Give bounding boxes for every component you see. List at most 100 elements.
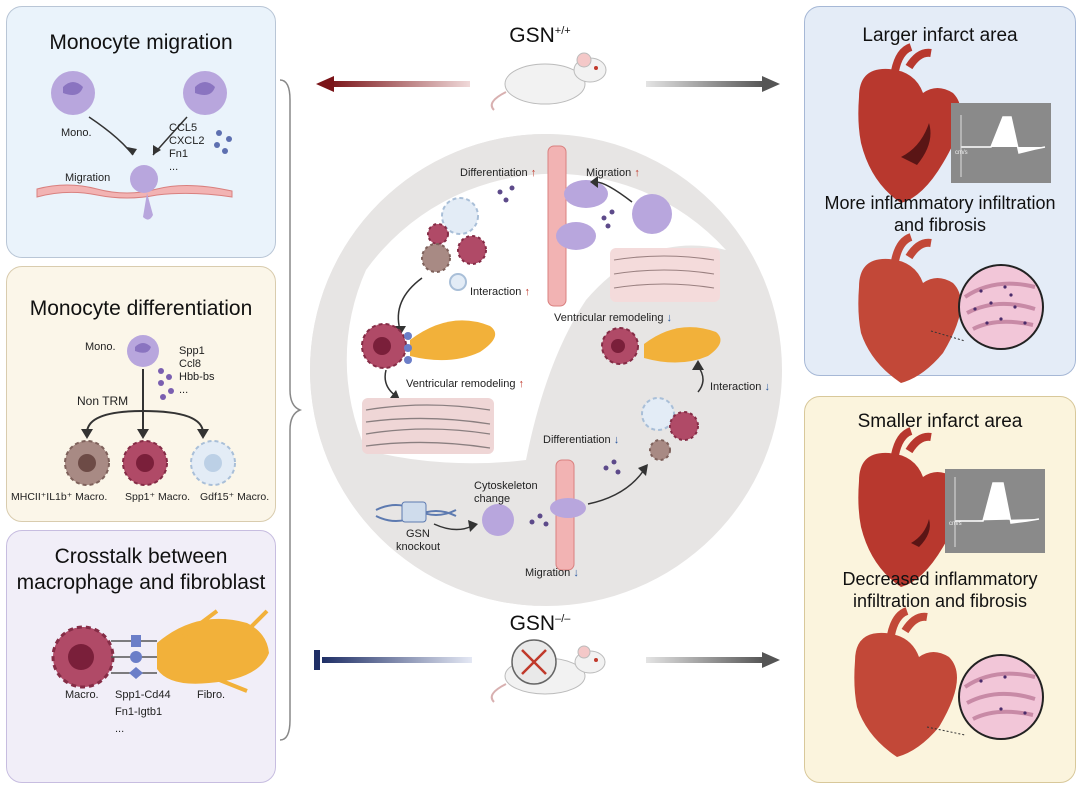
- top-interaction-text: Interaction: [470, 286, 522, 298]
- bottom-remodeling-label: Ventricular remodeling ↓: [554, 312, 672, 324]
- monocyte-migration-title: Monocyte migration: [49, 31, 233, 54]
- more-inflammation-line1: More inflammatory infiltration: [824, 193, 1056, 213]
- chemokine-dots: [214, 130, 232, 154]
- histology-circle-top: [958, 264, 1044, 350]
- monocyte-cell: [127, 335, 159, 367]
- monocyte-migration-panel: Monocyte migration Mono. CCL5 CXCL2: [6, 6, 276, 258]
- echo-unit-bottom: cm/s: [949, 521, 962, 527]
- histology-circle-bottom: [958, 654, 1044, 740]
- macro-label-mhcii: MHCII⁺IL1b⁺ Macro.: [11, 491, 108, 503]
- bottom-migration-label: Migration ↓: [525, 567, 579, 579]
- differentiation-factor-4: ...: [179, 384, 189, 396]
- ko-right-arrow: [646, 657, 764, 663]
- echo-chart-bottom: [945, 469, 1045, 553]
- top-interaction-label: Interaction ↑: [470, 286, 530, 298]
- down-arrow-1: ↓: [666, 312, 673, 324]
- more-inflammation-line2: and fibrosis: [893, 215, 987, 235]
- differentiation-illustration: [64, 335, 236, 486]
- up-arrow-2: ↑: [634, 167, 640, 179]
- secreted-factor-dots: [158, 368, 174, 400]
- crosstalk-title-line1: Crosstalk between: [54, 545, 228, 568]
- migrating-monocytes-bottom: [482, 498, 586, 536]
- bottom-migration-text: Migration: [525, 567, 571, 579]
- mhcii-macrophage: [64, 440, 110, 486]
- gsn-ko-base: GSN: [509, 612, 556, 635]
- wt-right-arrow: [646, 81, 764, 87]
- heart-icon-top-2: [858, 233, 961, 383]
- differentiation-factor-3: Hbb-bs: [179, 371, 215, 383]
- ko-left-arrow: [322, 657, 472, 663]
- gsn-wt-sup: +/+: [554, 25, 571, 37]
- wt-left-arrow: [330, 81, 470, 87]
- monocyte-cell-right: [183, 71, 227, 115]
- gdf15-macrophage: [190, 440, 236, 486]
- crosstalk-illustration: [51, 609, 269, 693]
- smaller-infarct-title: Smaller infarct area: [857, 411, 1023, 432]
- crosstalk-panel: Crosstalk between macrophage and fibrobl…: [6, 530, 276, 783]
- wild-type-mouse: [490, 52, 607, 111]
- right-bottom-panel: Smaller infarct area cm/s Decreased infl…: [804, 396, 1076, 783]
- crosstalk-pair-1: Spp1-Cd44: [115, 689, 171, 701]
- knockout-mouse: [490, 639, 606, 703]
- monocyte-differentiation-panel: Monocyte differentiation: [6, 266, 276, 522]
- differentiation-factor-1: Spp1: [179, 345, 205, 357]
- decreased-inflammation-line1: Decreased inflammatory: [842, 569, 1038, 589]
- bottom-interaction-label: Interaction ↓: [710, 381, 770, 393]
- migrating-monocyte: [130, 165, 158, 220]
- migration-illustration: [36, 71, 233, 220]
- migration-factor-3: Fn1: [169, 148, 188, 160]
- heart-icon-bottom-1: [858, 427, 961, 587]
- migration-factor-2: CXCL2: [169, 135, 205, 147]
- cytoskeleton-label-2: change: [474, 493, 511, 505]
- fibrotic-tissue-top: [362, 398, 494, 454]
- gsn-ko-sup: –/–: [555, 613, 571, 625]
- macro-fibro-interaction-top: [361, 320, 496, 369]
- crosstalk-pair-2: Fn1-Igtb1: [115, 706, 163, 718]
- macro-label-spp1: Spp1⁺ Macro.: [125, 491, 191, 503]
- right-top-panel: Larger infarct area cm/s More infl: [804, 6, 1076, 383]
- bottom-differentiation-label: Differentiation ↓: [543, 434, 619, 446]
- monocyte-cell-left: [51, 71, 95, 115]
- top-arrows-and-mouse: [316, 52, 780, 111]
- bottom-differentiation-text: Differentiation: [543, 434, 611, 446]
- gsn-knockout-label-1: GSN: [406, 528, 430, 540]
- fibroblast-cell: [157, 609, 269, 693]
- top-migration-text: Migration: [586, 167, 632, 179]
- larger-infarct-title: Larger infarct area: [862, 25, 1018, 46]
- bottom-remodeling-text: Ventricular remodeling: [554, 312, 664, 324]
- right-bottom-illustration: [854, 427, 1045, 757]
- right-top-illustration: [858, 43, 1051, 383]
- gsn-wt-base: GSN: [509, 24, 555, 47]
- migration-mono-label: Mono.: [61, 127, 92, 139]
- migrating-monocytes-top: [556, 180, 672, 250]
- heart-icon-top-1: [858, 43, 961, 203]
- down-arrow-4: ↓: [573, 567, 579, 579]
- monocyte-differentiation-title: Monocyte differentiation: [29, 297, 253, 320]
- chemokine-dots-top: [497, 185, 615, 229]
- macro-fibro-interaction-bottom: [601, 327, 721, 365]
- macrophages-top: [421, 197, 487, 291]
- up-arrow-3: ↑: [524, 286, 530, 298]
- macro-label-gdf15: Gdf15⁺ Macro.: [200, 491, 270, 503]
- gsn-ko-label: GSN–/–: [490, 612, 590, 636]
- migration-factor-1: CCL5: [169, 122, 198, 134]
- top-differentiation-text: Differentiation: [460, 167, 528, 179]
- gsn-wt-label: GSN+/+: [490, 24, 590, 48]
- ligand-receptor-pairs: [111, 635, 157, 679]
- gsn-gene-icon: [375, 501, 457, 523]
- chemokine-dots-bottom: [529, 459, 621, 527]
- bottom-interaction-text: Interaction: [710, 381, 762, 393]
- crosstalk-title-line2: macrophage and fibroblast: [16, 571, 266, 594]
- macrophages-bottom: [641, 397, 699, 461]
- left-bracket: [279, 79, 303, 741]
- migration-label: Migration: [65, 172, 111, 184]
- heart-icon-bottom-2: [854, 607, 957, 757]
- yin-yang-cycle: [310, 134, 782, 606]
- top-remodeling-label: Ventricular remodeling ↑: [406, 378, 524, 390]
- crosstalk-macro-label: Macro.: [65, 689, 99, 701]
- down-arrow-3: ↓: [613, 434, 620, 446]
- up-arrow-4: ↑: [518, 378, 525, 390]
- echo-chart-top: [951, 103, 1051, 183]
- crosstalk-fibro-label: Fibro.: [197, 689, 226, 701]
